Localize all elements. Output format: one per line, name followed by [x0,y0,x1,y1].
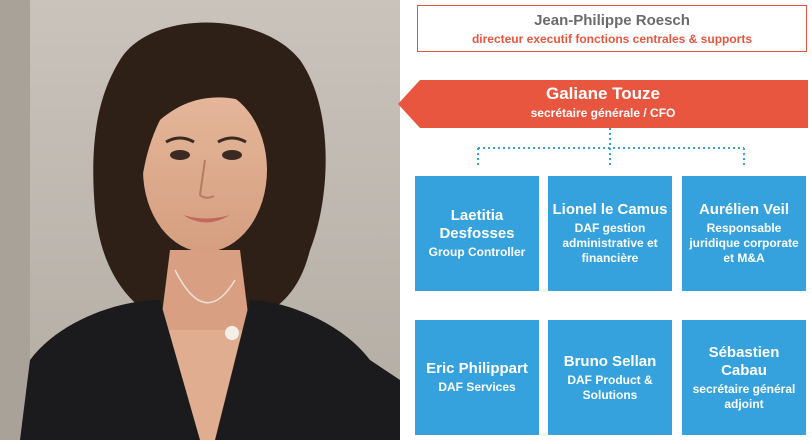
card-name: Bruno Sellan [563,352,657,370]
card-role: secrétaire général adjoint [692,381,796,411]
executive-director-box: Jean-Philippe Roesch directeur executif … [417,5,807,52]
card-name: Aurélien Veil [698,201,790,218]
card-laetitia-desfosses: Laetitia Desfosses Group Controller [415,176,539,291]
card-name: Sébastien Cabau [708,343,780,379]
head-name: Galiane Touze [546,84,660,103]
portrait-illustration [0,0,400,440]
card-name: Laetitia Desfosses [439,207,515,242]
card-role: DAF Product & Solutions [567,372,653,402]
card-role: Group Controller [428,245,526,259]
executive-director-name: Jean-Philippe Roesch [534,12,690,29]
head-banner: Galiane Touze secrétaire générale / CFO [398,80,808,128]
card-sebastien-cabau: Sébastien Cabau secrétaire général adjoi… [682,320,806,435]
card-lionel-le-camus: Lionel le Camus DAF gestion administrati… [548,176,672,291]
card-role: DAF Services [438,380,516,394]
card-eric-philippart: Eric Philippart DAF Services [415,320,539,435]
card-aurelien-veil: Aurélien Veil Responsable juridique corp… [682,176,806,291]
card-role: Responsable juridique corporate et M&A [689,221,799,265]
banner-arrow-shape [398,80,808,128]
org-connectors [477,128,745,168]
head-title: secrétaire générale / CFO [530,106,676,120]
card-bruno-sellan: Bruno Sellan DAF Product & Solutions [548,320,672,435]
portrait-photo [0,0,400,440]
card-name: Lionel le Camus [552,201,668,218]
executive-director-title: directeur executif fonctions centrales &… [471,32,753,46]
card-role: DAF gestion administrative et financière [562,221,658,265]
card-name: Eric Philippart [426,360,528,377]
